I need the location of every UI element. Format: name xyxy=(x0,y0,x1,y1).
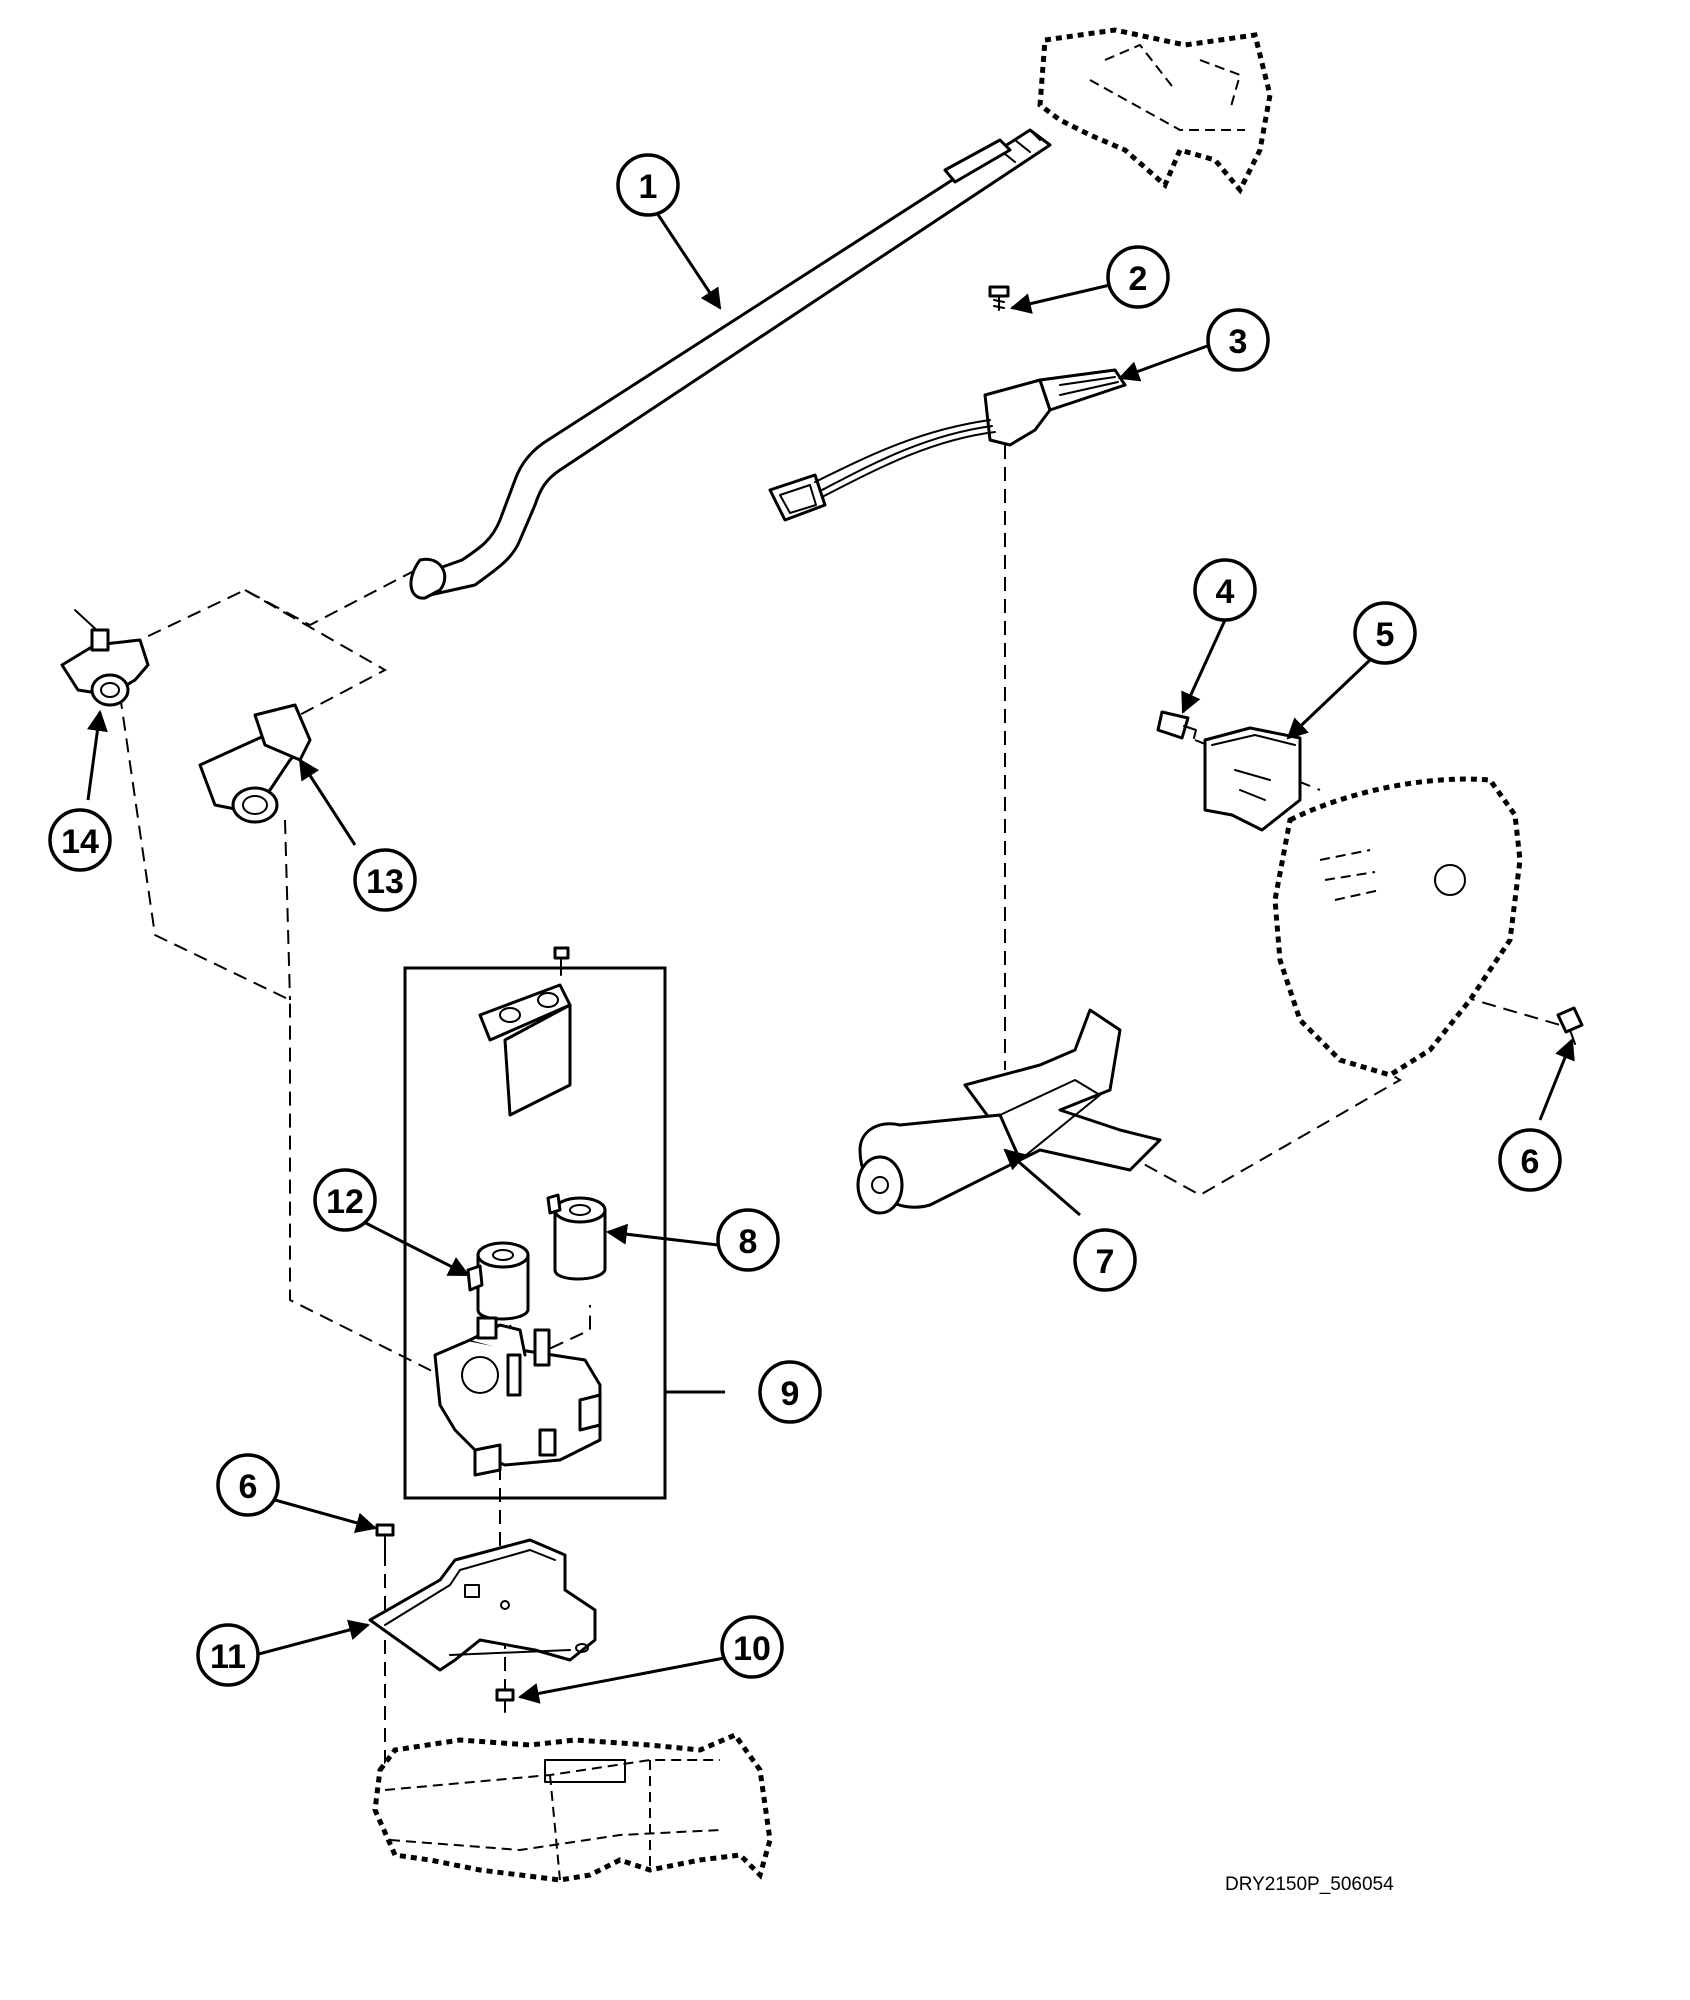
svg-text:8: 8 xyxy=(739,1223,758,1261)
svg-text:11: 11 xyxy=(210,1638,246,1676)
callout-6-right: 6 xyxy=(1498,1128,1562,1192)
svg-text:13: 13 xyxy=(366,863,404,901)
callout-5: 5 xyxy=(1353,601,1417,665)
solenoid-coil-8 xyxy=(546,1193,607,1281)
callout-10: 10 xyxy=(720,1615,784,1679)
assembly-guide-lines xyxy=(119,445,1561,1775)
screw-icon xyxy=(553,946,570,976)
gas-supply-tube xyxy=(409,128,1052,600)
valve-assembly-group-box xyxy=(403,966,667,1500)
svg-text:7: 7 xyxy=(1096,1243,1115,1281)
svg-text:14: 14 xyxy=(61,823,99,861)
callout-9: 9 xyxy=(758,1360,822,1424)
sensor-bracket xyxy=(1203,726,1302,832)
coil-mounting-plate xyxy=(478,983,572,1117)
screw-icon xyxy=(375,1523,395,1556)
callout-12: 12 xyxy=(313,1168,377,1232)
solenoid-coil-12 xyxy=(466,1241,530,1321)
callout-8: 8 xyxy=(716,1208,780,1272)
svg-text:9: 9 xyxy=(781,1375,800,1413)
callout-3: 3 xyxy=(1206,308,1270,372)
callout-6-left: 6 xyxy=(216,1453,280,1517)
callout-14: 14 xyxy=(48,808,112,872)
callout-leaders xyxy=(86,209,1575,1704)
igniter-with-harness xyxy=(768,368,1127,522)
callout-4: 4 xyxy=(1193,558,1257,622)
svg-text:3: 3 xyxy=(1229,323,1248,361)
callout-2: 2 xyxy=(1106,245,1170,309)
valve-mounting-plate xyxy=(368,1538,597,1672)
burner-tube xyxy=(856,1008,1162,1215)
svg-text:5: 5 xyxy=(1376,616,1395,654)
svg-text:1: 1 xyxy=(639,168,658,206)
svg-text:6: 6 xyxy=(239,1468,258,1506)
screw-icon xyxy=(495,1688,515,1713)
drawing-code: DRY2150P_506054 xyxy=(1225,1874,1394,1895)
callout-11: 11 xyxy=(196,1623,260,1687)
gas-valve-body xyxy=(433,1316,602,1477)
svg-text:2: 2 xyxy=(1129,260,1148,298)
burner-housing-outline xyxy=(1272,776,1523,1078)
callout-7: 7 xyxy=(1073,1228,1137,1292)
svg-text:4: 4 xyxy=(1216,573,1235,611)
screw-icon xyxy=(1156,710,1197,740)
screw-icon xyxy=(988,285,1010,311)
base-panel-outline xyxy=(372,1731,773,1883)
shutoff-valve xyxy=(60,609,150,707)
svg-text:10: 10 xyxy=(733,1630,771,1668)
callout-1: 1 xyxy=(616,153,680,217)
screw-icon xyxy=(1556,1006,1584,1045)
elbow-fitting xyxy=(198,703,312,824)
mounting-bracket-outline xyxy=(1037,27,1273,195)
callout-13: 13 xyxy=(353,848,417,912)
svg-text:6: 6 xyxy=(1521,1143,1540,1181)
svg-text:12: 12 xyxy=(326,1183,364,1221)
